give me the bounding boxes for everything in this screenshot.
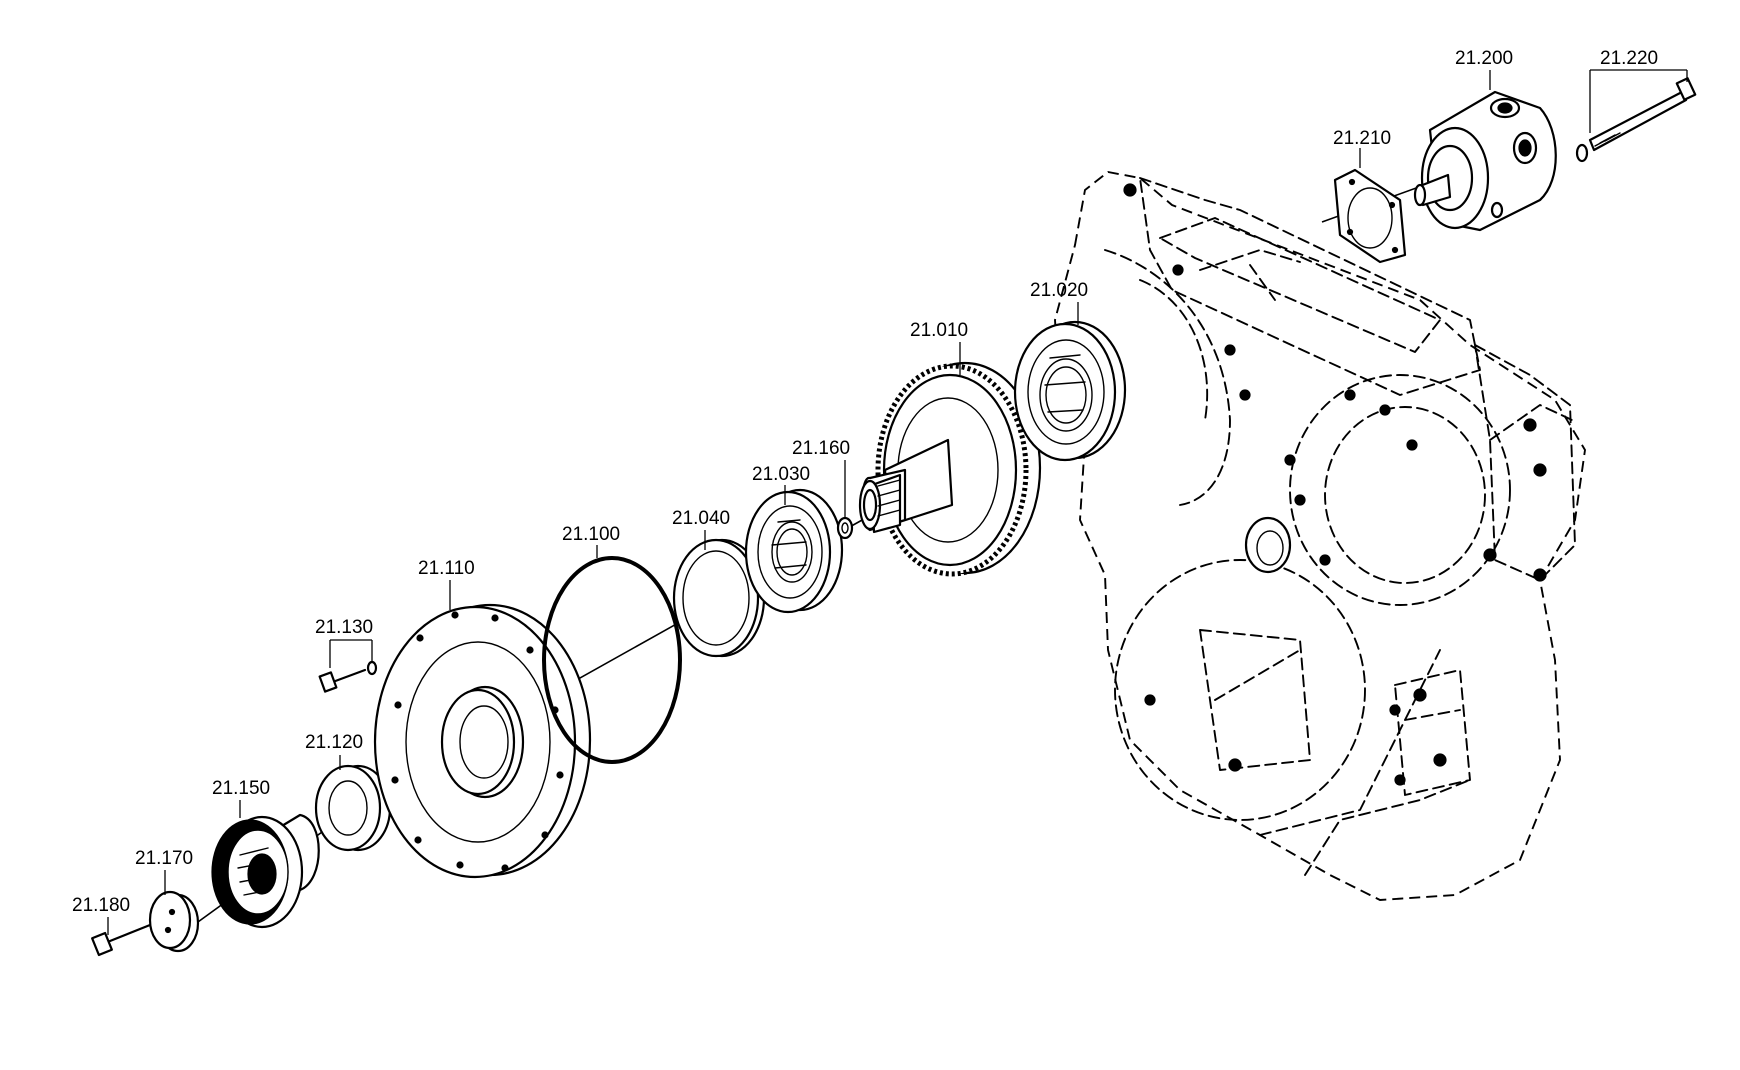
part-21110-cover-flange — [373, 603, 592, 879]
label-21130: 21.130 — [315, 617, 373, 638]
part-21170-washer-plate — [148, 890, 200, 953]
label-21200: 21.200 — [1455, 48, 1513, 69]
label-21100: 21.100 — [562, 524, 620, 545]
label-21010: 21.010 — [910, 320, 968, 341]
label-21210: 21.210 — [1333, 128, 1391, 149]
label-21170: 21.170 — [135, 848, 193, 869]
gearbox-housing — [1054, 170, 1586, 901]
label-21120: 21.120 — [305, 732, 363, 753]
part-21180-bolt — [91, 923, 152, 957]
part-21220-bolt-washer — [1575, 77, 1697, 163]
label-21220: 21.220 — [1600, 48, 1658, 69]
part-21150-output-flange — [211, 813, 320, 929]
part-labels: 21.010 21.020 21.030 21.040 21.100 21.11… — [72, 48, 1658, 916]
part-21210-gasket — [1333, 168, 1407, 264]
part-21100-o-ring — [542, 556, 682, 764]
part-21160-small-ring — [836, 516, 854, 540]
part-21130-bolt-washer — [318, 660, 378, 693]
leader-lines — [107, 69, 1688, 935]
part-21030-bearing — [744, 488, 844, 614]
label-21110: 21.110 — [418, 558, 475, 579]
label-21160: 21.160 — [792, 438, 850, 459]
part-21020-bearing — [1013, 320, 1127, 462]
label-21150: 21.150 — [212, 778, 270, 799]
part-21200-pump — [1413, 90, 1557, 232]
part-21120-seal-ring — [314, 764, 392, 852]
label-21020: 21.020 — [1030, 280, 1088, 301]
label-21030: 21.030 — [752, 464, 810, 485]
label-21040: 21.040 — [672, 508, 730, 529]
part-21040-retaining-ring — [672, 538, 766, 658]
part-21010-helical-gear — [858, 361, 1042, 577]
label-21180: 21.180 — [72, 895, 130, 916]
